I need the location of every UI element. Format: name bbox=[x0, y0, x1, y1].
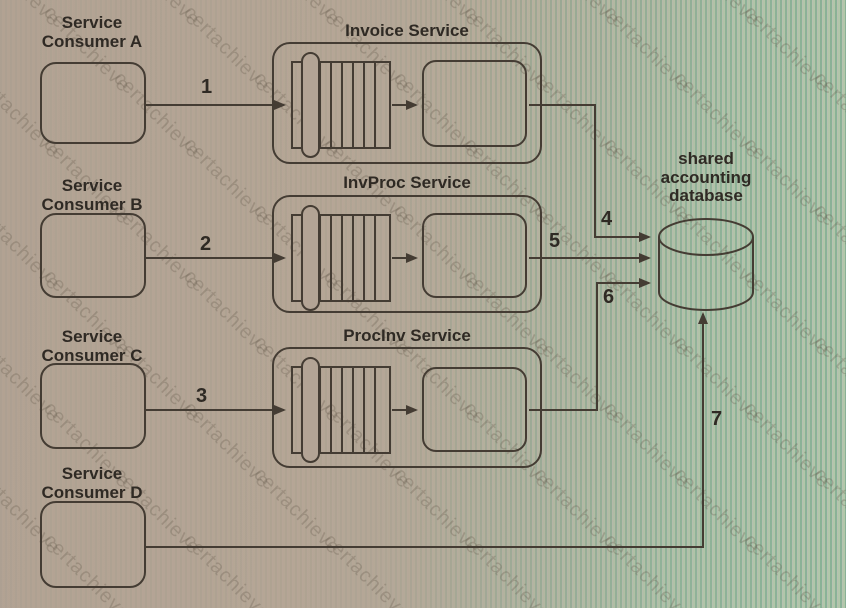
invoice-service-queue-icon bbox=[291, 52, 391, 158]
consumer-b-label: Service Consumer B bbox=[41, 176, 143, 214]
invproc-service-title: InvProc Service bbox=[343, 173, 471, 192]
invoice-service-component-box bbox=[422, 60, 527, 147]
consumer-a-box bbox=[40, 62, 146, 144]
database-cylinder-icon bbox=[658, 218, 754, 311]
arrow-4-label: 4 bbox=[601, 208, 613, 230]
procinv-service-component-box bbox=[422, 367, 527, 452]
procinv-service-title: ProcInv Service bbox=[343, 326, 471, 345]
consumer-b-box bbox=[40, 213, 146, 298]
arrow-4-connector bbox=[529, 104, 651, 242]
arrow-7-label: 7 bbox=[711, 408, 723, 430]
arrow-5-label: 5 bbox=[549, 230, 561, 252]
arrow-7-connector bbox=[146, 312, 708, 548]
invproc-service-component-box bbox=[422, 213, 527, 298]
consumer-c-label: Service Consumer C bbox=[41, 327, 143, 365]
consumer-c-box bbox=[40, 363, 146, 449]
arrow-6-label: 6 bbox=[603, 286, 615, 308]
invproc-service-box bbox=[272, 195, 542, 313]
consumer-a-label: Service Consumer A bbox=[41, 13, 143, 51]
invoice-service-title: Invoice Service bbox=[345, 21, 469, 40]
arrow-6-connector bbox=[529, 278, 651, 411]
procinv-service-queue-icon bbox=[291, 357, 391, 463]
arrow-2-label: 2 bbox=[200, 233, 212, 255]
consumer-d-box bbox=[40, 501, 146, 588]
procinv-service-box bbox=[272, 347, 542, 468]
arrow-3-label: 3 bbox=[196, 385, 208, 407]
consumer-d-label: Service Consumer D bbox=[41, 464, 143, 502]
invproc-service-queue-icon bbox=[291, 205, 391, 311]
invoice-service-box bbox=[272, 42, 542, 164]
shared-database-label: shared accounting database bbox=[660, 149, 752, 205]
arrow-1-label: 1 bbox=[201, 76, 213, 98]
